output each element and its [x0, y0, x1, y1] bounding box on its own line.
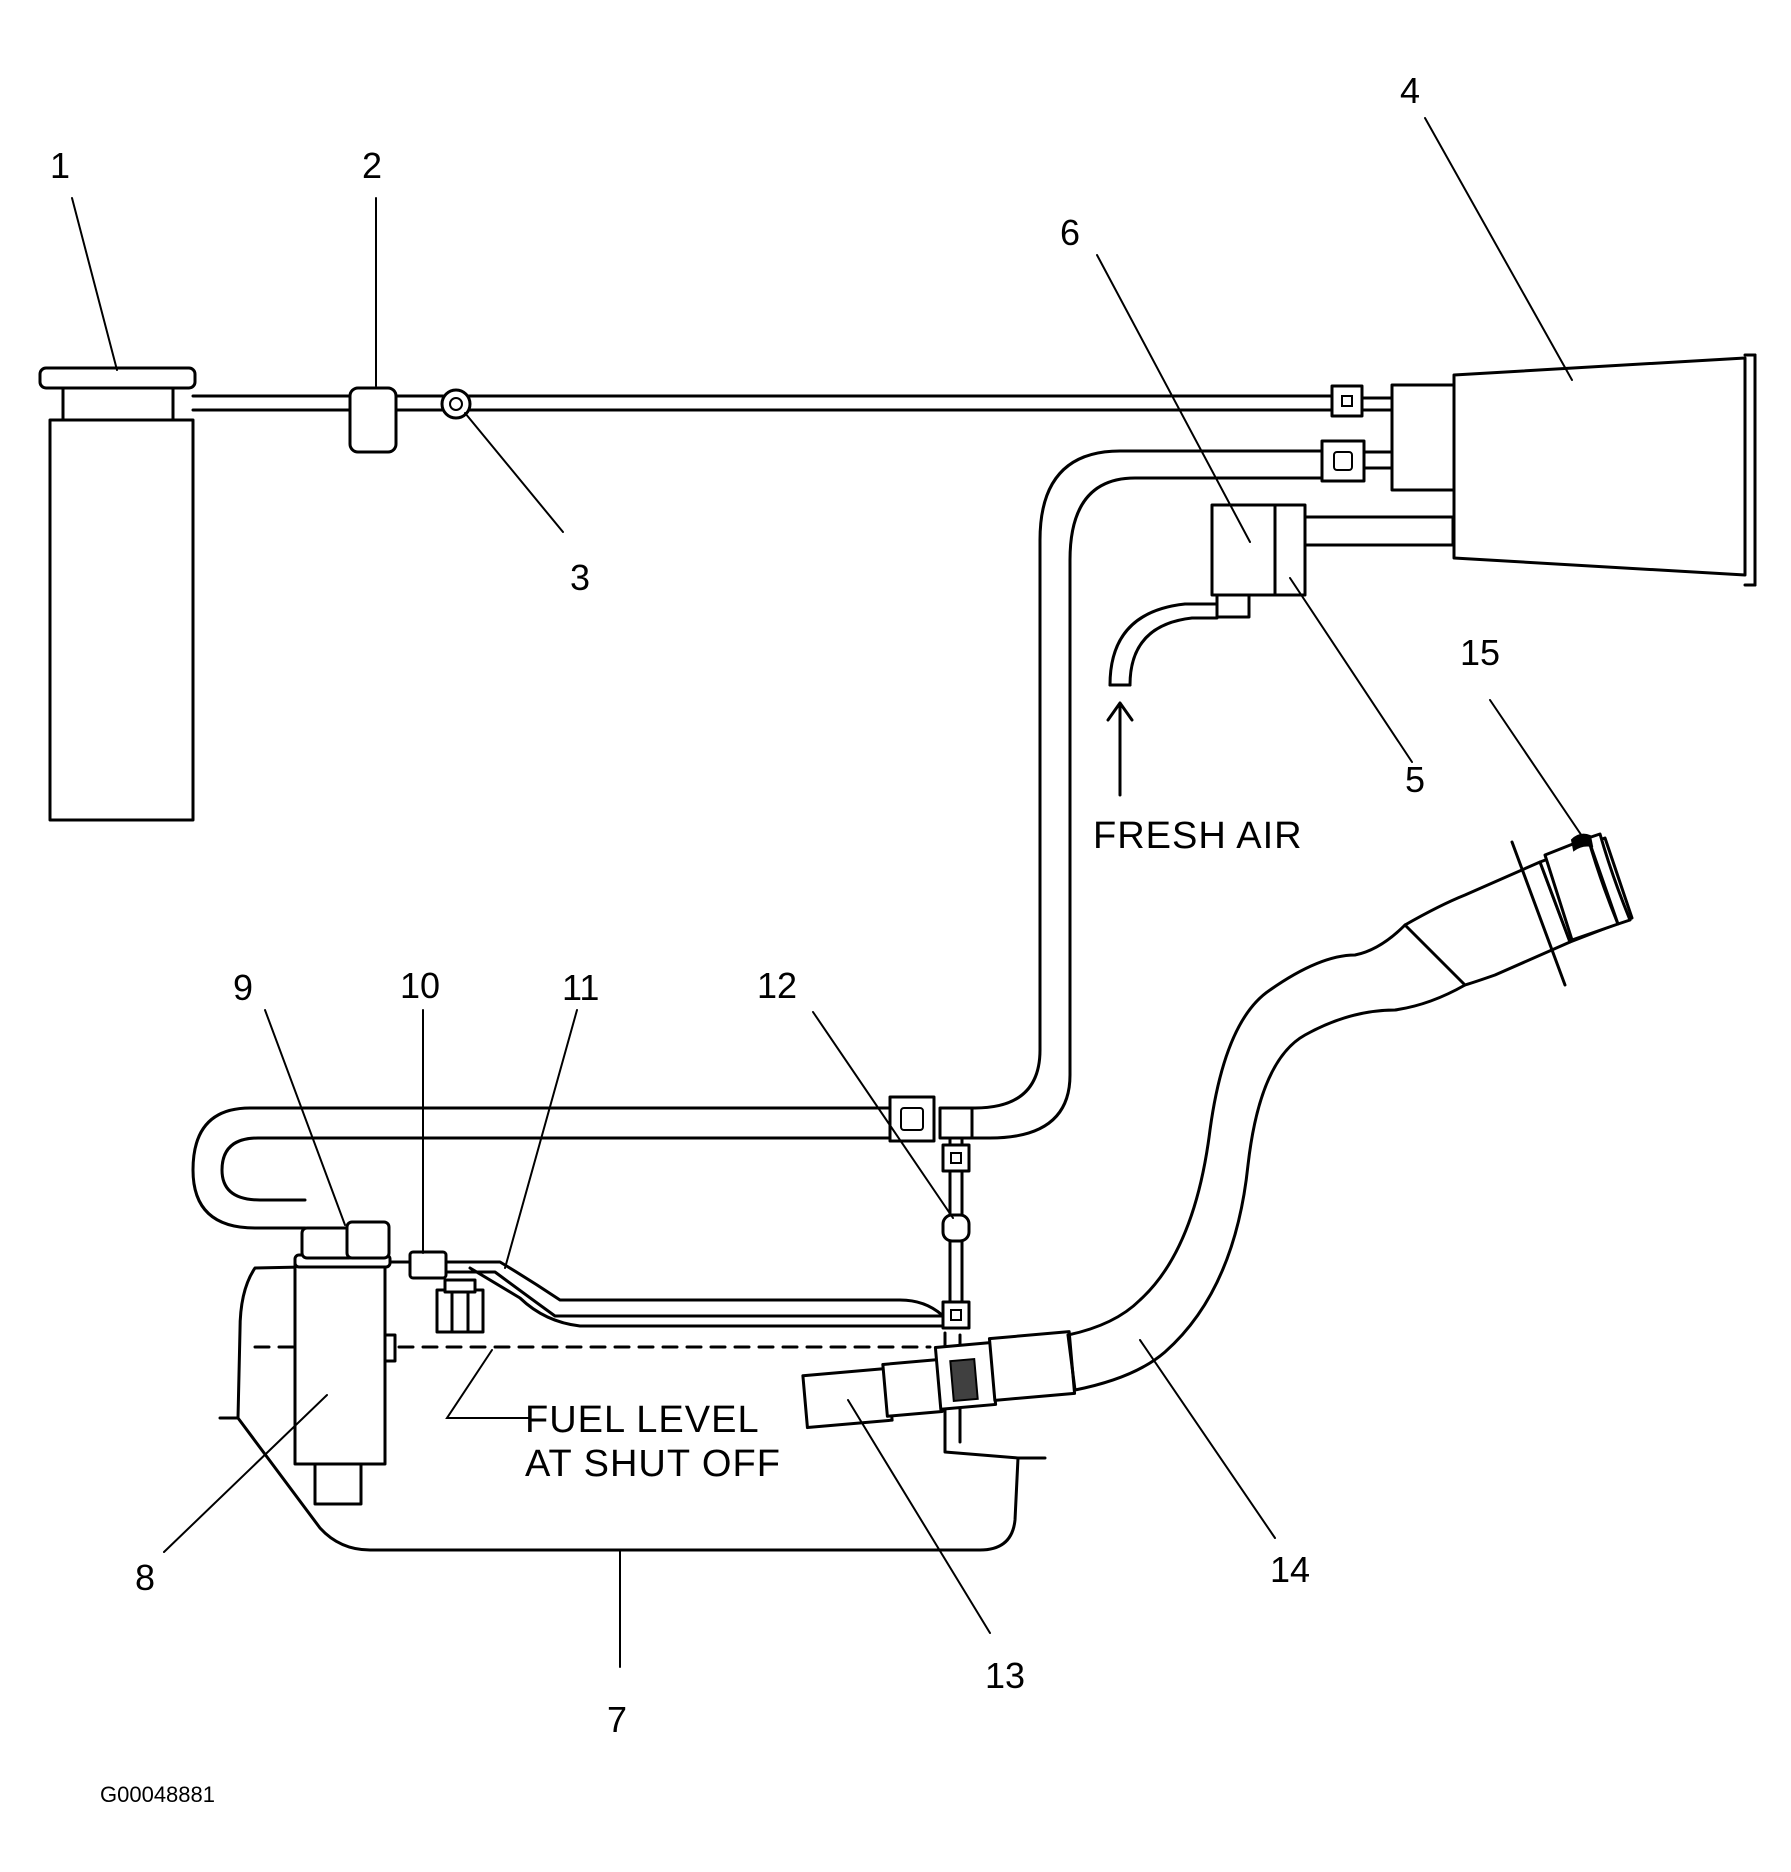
callout-15: 15 — [1460, 632, 1500, 673]
loop-hose — [191, 1106, 914, 1230]
callout-10: 10 — [400, 965, 440, 1006]
callout-3: 3 — [570, 557, 590, 598]
callout-7: 7 — [607, 1699, 627, 1740]
callout-11: 11 — [562, 967, 599, 1008]
vapor-hose — [964, 449, 1324, 1140]
callout-8: 8 — [135, 1557, 155, 1598]
figure-id: G00048881 — [100, 1782, 215, 1807]
throttle-body — [1360, 353, 1757, 587]
callout-5: 5 — [1405, 759, 1425, 800]
rollover-valve-line — [941, 1136, 971, 1330]
t-junction — [888, 1095, 974, 1143]
connector-upper — [1330, 384, 1364, 418]
callout-12: 12 — [757, 965, 797, 1006]
fuel-level-label-line1: FUEL LEVEL — [525, 1399, 760, 1441]
callout-14: 14 — [1270, 1549, 1310, 1590]
vent-solenoid — [1108, 503, 1455, 687]
fuel-lines — [444, 1260, 944, 1328]
purge-valve — [348, 386, 398, 454]
callout-13: 13 — [985, 1655, 1025, 1696]
fuel-pump-module — [293, 1253, 397, 1506]
orifice — [440, 388, 472, 420]
leader-lines — [71, 117, 1587, 1668]
callout-1: 1 — [50, 145, 70, 186]
connector-middle — [1320, 439, 1366, 483]
canister — [38, 366, 197, 822]
callout-2: 2 — [362, 145, 382, 186]
electrical-connector — [435, 1278, 485, 1334]
callout-9: 9 — [233, 967, 253, 1008]
filler-hose — [1066, 923, 1467, 1392]
callout-6: 6 — [1060, 212, 1080, 253]
fresh-air-arrow — [1106, 701, 1134, 797]
filler-neck — [1403, 832, 1634, 987]
fuel-line-connector — [408, 1250, 448, 1280]
filler-neck-coupling — [801, 1330, 1077, 1430]
pump-fitting — [300, 1220, 391, 1260]
callout-4: 4 — [1400, 70, 1420, 111]
callout-numbers: 1 2 3 4 6 5 15 9 10 11 12 8 14 13 7 — [50, 70, 1500, 1740]
fuel-level-label-line2: AT SHUT OFF — [525, 1443, 781, 1485]
fresh-air-label: FRESH AIR — [1093, 815, 1303, 857]
